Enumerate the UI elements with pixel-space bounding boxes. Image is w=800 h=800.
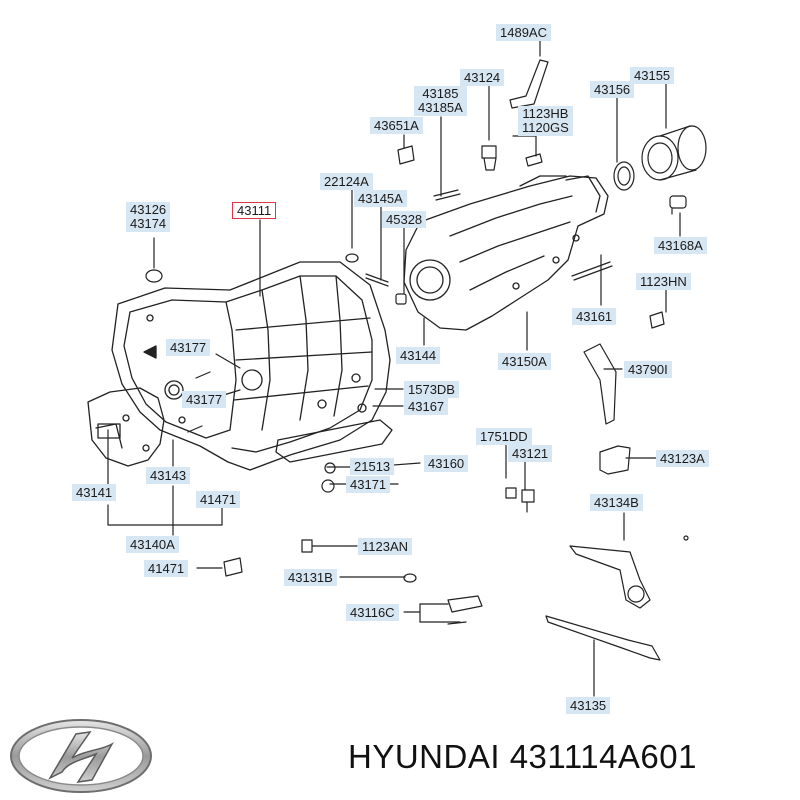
part-label-1123HB: 1123HB [522,106,569,121]
part-label-43185-group: 43185 43185A [414,86,467,116]
part-label-43143: 43143 [146,467,191,484]
part-label-1123HN: 1123HN [636,273,691,290]
part-label-45328: 45328 [382,211,427,228]
part-label-43171: 43171 [346,476,391,493]
rear-cover [87,380,184,467]
part-label-43126-group: 43126 43174 [126,202,171,232]
part-label-43160: 43160 [424,455,469,472]
part-label-43790I: 43790I [624,361,672,378]
part-label-1123HB-group: 1123HB 1120GS [518,106,573,136]
part-label-21513: 21513 [350,458,395,475]
part-label-43177-upper: 43177 [166,339,211,356]
part-label-43185A: 43185A [418,100,463,115]
part-label-43150A: 43150A [498,353,551,370]
part-label-43121: 43121 [508,445,553,462]
part-label-43167: 43167 [404,398,449,415]
part-label-1123AN: 1123AN [358,538,413,555]
part-label-43174: 43174 [130,216,167,231]
part-label-43116C: 43116C [346,604,399,621]
part-label-1120GS: 1120GS [522,120,569,135]
part-label-1751DD: 1751DD [476,428,532,445]
part-label-43144: 43144 [396,347,441,364]
part-label-43140A: 43140A [126,536,179,553]
part-label-43161: 43161 [572,308,617,325]
small-parts [145,59,707,661]
part-label-43156: 43156 [590,81,635,98]
part-label-43651A: 43651A [370,117,423,134]
part-label-41471-upper: 41471 [196,491,241,508]
part-label-43123A: 43123A [656,450,709,467]
part-label-43111-highlight: 43111 [232,202,277,219]
part-number: 431114A601 [509,738,697,775]
part-label-1573DB: 1573DB [404,381,459,398]
brand-name: HYUNDAI [348,738,501,775]
hyundai-logo-icon [10,719,152,793]
part-label-43134B: 43134B [590,494,643,511]
extension-housing [403,175,609,331]
part-label-43124: 43124 [460,69,505,86]
part-label-43168A: 43168A [654,237,707,254]
part-label-43155: 43155 [630,67,675,84]
part-label-41471-lower: 41471 [144,560,189,577]
part-label-43185: 43185 [422,86,459,101]
part-label-43177-lower: 43177 [182,391,227,408]
part-label-1489AC: 1489AC [496,24,551,41]
part-label-43131B: 43131B [284,569,337,586]
transmission-case [111,261,393,471]
footer-caption: HYUNDAI 431114A601 [348,738,697,776]
part-label-43135: 43135 [566,697,611,714]
part-label-43126: 43126 [130,202,167,217]
part-label-43141: 43141 [72,484,117,501]
part-label-22124A: 22124A [320,173,373,190]
leader-lines [107,39,681,697]
part-label-43145A: 43145A [354,190,407,207]
